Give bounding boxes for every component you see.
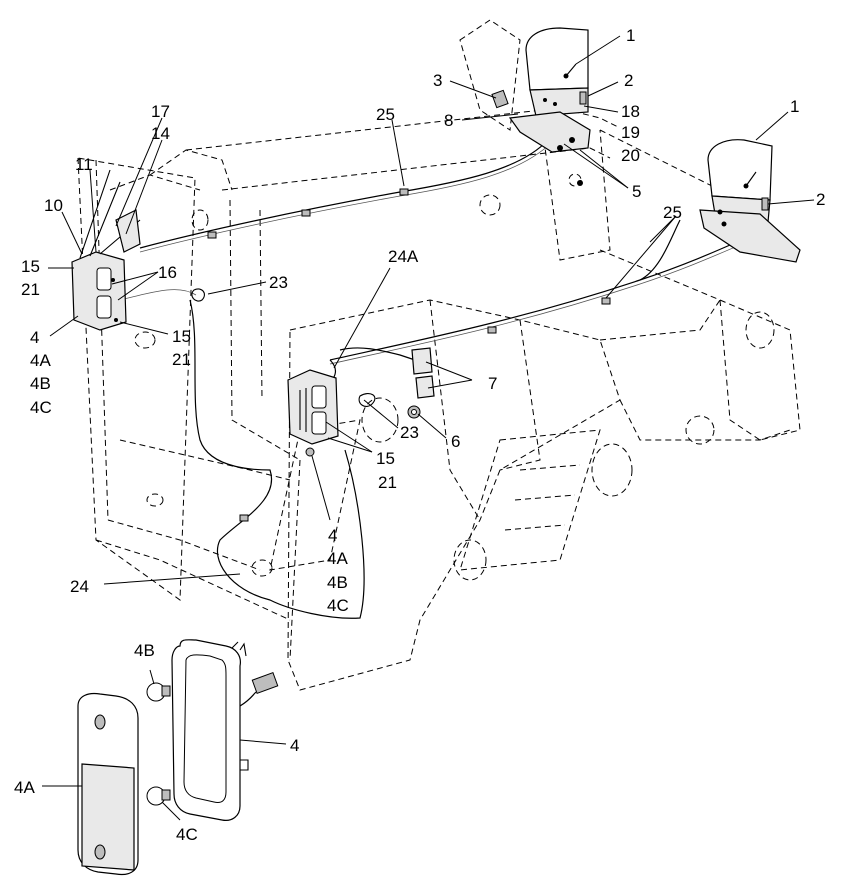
callout-label: 23 [269, 273, 288, 292]
callout-label: 20 [621, 146, 640, 165]
callout-label: 14 [151, 124, 170, 143]
rotating-beacon-icon-right [699, 139, 801, 263]
callout-label: 4C [30, 398, 52, 417]
connector-icon [491, 89, 509, 109]
tail-lamp-center-mounted [191, 288, 376, 457]
callout-label: 4 [328, 526, 337, 545]
callout-label: 4C [176, 825, 198, 844]
tail-lamp-icon [77, 639, 249, 876]
callout-label: 2 [816, 190, 825, 209]
connector-icon-lamp [239, 672, 279, 707]
callout-label: 11 [75, 155, 93, 174]
callout-label: 23 [400, 423, 419, 442]
callout-label: 4B [327, 573, 348, 592]
callout-label: 18 [621, 102, 640, 121]
callout-label: 16 [158, 263, 177, 282]
callout-label: 4A [30, 351, 51, 370]
callout-label: 25 [376, 105, 395, 124]
rotating-beacon-icon [459, 19, 591, 186]
callout-labels: 1 2 3 8 25 18 19 20 5 1 2 17 14 11 10 15… [14, 26, 825, 844]
leader-lines [42, 35, 815, 821]
callout-label: 4B [134, 641, 155, 660]
bulb-icon-2 [146, 786, 171, 806]
callout-label: 6 [451, 432, 460, 451]
frame-outline [77, 107, 801, 691]
callout-label: 10 [44, 196, 63, 215]
tail-lamp-left-mounted [71, 169, 141, 331]
callout-label: 15 [376, 449, 395, 468]
callout-label: 15 [21, 257, 40, 276]
bulb-icon [146, 682, 171, 702]
callout-label: 4A [327, 549, 348, 568]
callout-label: 3 [433, 71, 442, 90]
callout-label: 15 [172, 327, 191, 346]
callout-label: 1 [626, 26, 635, 45]
callout-label: 4B [30, 374, 51, 393]
callout-label: 1 [790, 97, 799, 116]
wiring-harness [119, 139, 763, 619]
callout-label: 7 [488, 374, 497, 393]
callout-label: 24A [388, 247, 419, 266]
callout-label: 24 [70, 577, 89, 596]
callout-label: 4 [30, 328, 39, 347]
callout-label: 4A [14, 778, 35, 797]
callout-label: 4 [290, 736, 299, 755]
callout-label: 21 [172, 350, 191, 369]
callout-label: 19 [621, 123, 640, 142]
switch-assembly [407, 347, 435, 419]
callout-label: 2 [624, 71, 633, 90]
callout-label: 4C [327, 596, 349, 615]
callout-label: 21 [378, 473, 397, 492]
callout-label: 5 [632, 182, 641, 201]
callout-label: 8 [444, 111, 453, 130]
callout-label: 21 [21, 280, 40, 299]
callout-label: 17 [151, 102, 170, 121]
callout-label: 25 [663, 203, 682, 222]
